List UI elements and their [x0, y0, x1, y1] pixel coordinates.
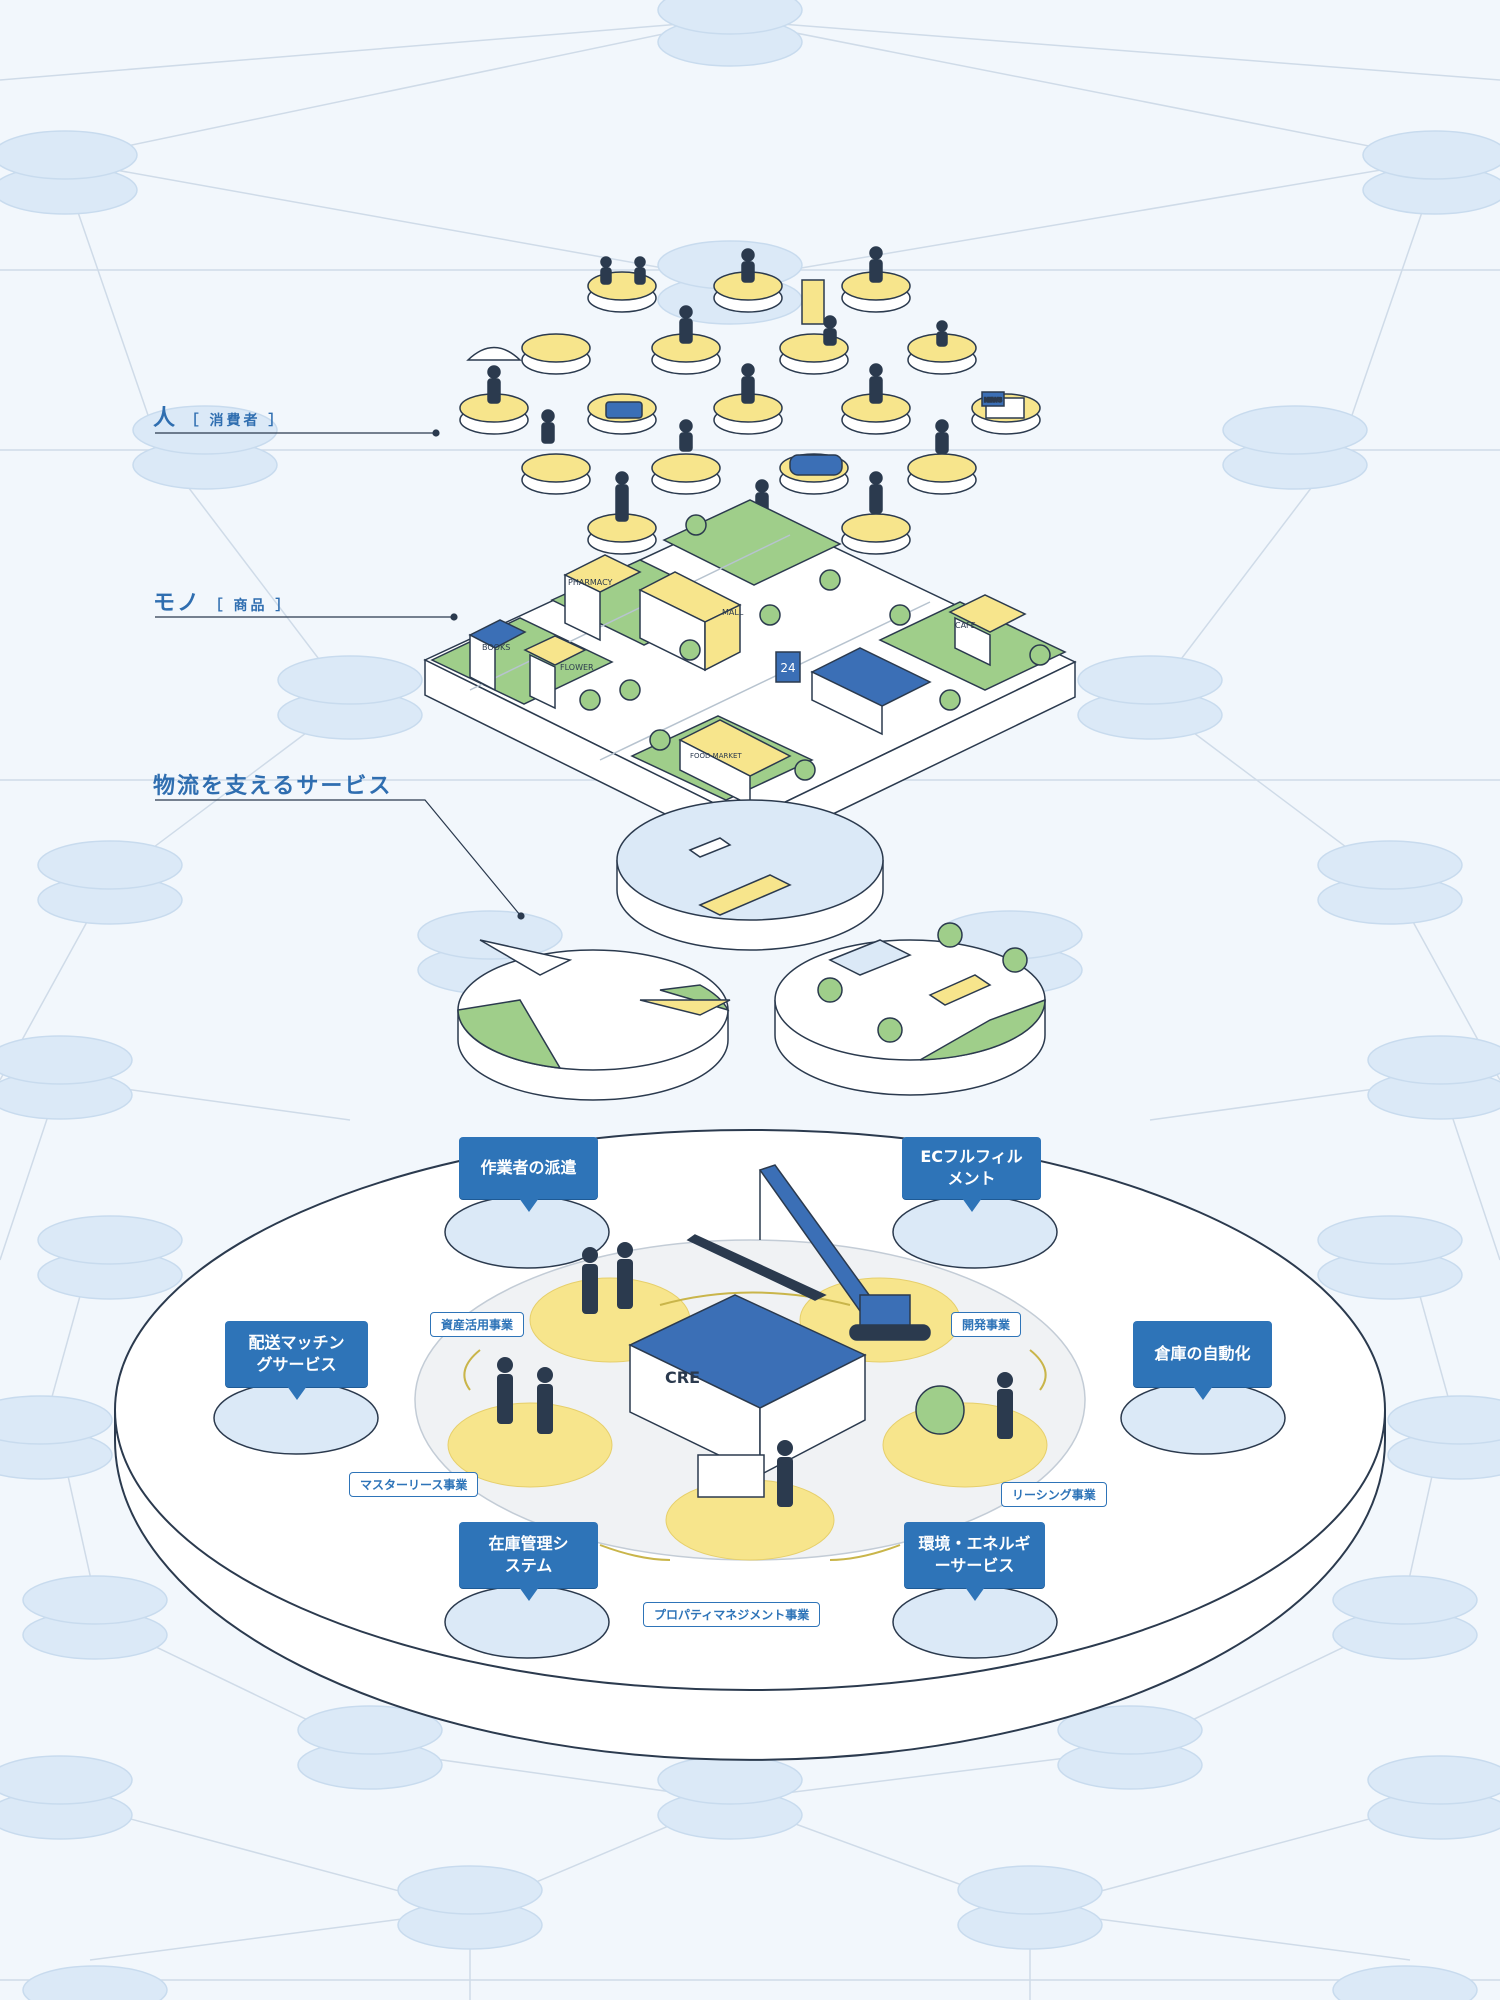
node: [0, 1395, 113, 1480]
node: [297, 1705, 443, 1790]
airport-disc: [457, 939, 731, 1101]
food-market-sign: FOOD MARKET: [690, 752, 742, 760]
callout-people-sub: 消費者: [209, 413, 261, 429]
building-books: BOOKS: [468, 619, 527, 692]
business-asset-utilization: 資産活用事業: [430, 1312, 525, 1337]
node: [957, 1865, 1103, 1950]
node: [132, 405, 278, 490]
business-leasing: リーシング事業: [1001, 1482, 1107, 1507]
trucking-disc: [774, 922, 1046, 1096]
node: [1332, 1575, 1478, 1660]
node: [22, 1575, 168, 1660]
service-environment-energy: 環境・エネルギーサービス: [904, 1522, 1045, 1601]
main-platform: CRE: [114, 1129, 1386, 1761]
node: [37, 840, 183, 925]
callout-goods-sub-wrap: ［ 商品 ］: [208, 598, 293, 614]
building-food-market: FOOD MARKET: [678, 719, 792, 807]
node: [1317, 1215, 1463, 1300]
callout-leaders: [155, 429, 525, 920]
node: [277, 655, 423, 740]
node: [1317, 840, 1463, 925]
service-warehouse-automation: 倉庫の自動化: [1133, 1321, 1272, 1400]
node: [1332, 1965, 1478, 2000]
node: [657, 0, 803, 67]
node: [1367, 1035, 1500, 1120]
node: [1077, 655, 1223, 740]
node: [657, 1755, 803, 1840]
node: [22, 1965, 168, 2000]
node: [0, 1755, 133, 1840]
cre-logo-text: CRE: [665, 1368, 700, 1387]
service-worker-dispatch: 作業者の派遣: [459, 1137, 598, 1212]
node: [1222, 405, 1368, 490]
service-delivery-matching: 配送マッチングサービス: [225, 1321, 368, 1400]
node: [0, 130, 138, 215]
news-sign: NEWS: [984, 397, 1002, 404]
business-master-lease: マスターリース事業: [349, 1472, 479, 1497]
node: [1387, 1395, 1500, 1480]
service-inventory-system: 在庫管理システム: [459, 1522, 598, 1601]
building-pharmacy: PHARMACY: [563, 554, 642, 642]
callout-people: 人 ［ 消費者 ］: [153, 400, 285, 432]
node: [1362, 130, 1500, 215]
sea-disc: [616, 799, 884, 951]
crane: [686, 1164, 931, 1341]
building-flower: FLOWER: [523, 635, 594, 710]
callout-goods: モノ ［ 商品 ］: [153, 585, 292, 617]
business-people: [497, 1242, 1013, 1507]
tree: [915, 1385, 965, 1435]
node: [1367, 1755, 1500, 1840]
building-store-24: 24: [775, 647, 932, 736]
callout-goods-sub: 商品: [233, 598, 268, 614]
cafe-sign: CAFE: [955, 621, 976, 630]
building-cafe: CAFE: [948, 594, 1027, 667]
node: [37, 1215, 183, 1300]
service-ec-fulfillment: ECフルフィルメント: [902, 1137, 1041, 1212]
store-24-sign: 24: [780, 661, 795, 675]
callout-logistics: 物流を支えるサービス: [153, 774, 393, 799]
node: [397, 1865, 543, 1950]
callout-people-sub-wrap: ［ 消費者 ］: [184, 413, 286, 429]
business-development: 開発事業: [951, 1312, 1022, 1337]
pharmacy-sign: PHARMACY: [568, 578, 613, 587]
flower-sign: FLOWER: [560, 663, 594, 672]
logistics-layer: [457, 799, 1046, 1101]
callout-goods-main: モノ: [153, 591, 202, 616]
mall-sign: MALL: [722, 608, 744, 617]
business-property-management: プロパティマネジメント事業: [643, 1602, 821, 1627]
books-sign: BOOKS: [482, 643, 510, 652]
node: [1057, 1705, 1203, 1790]
callout-people-main: 人: [153, 406, 178, 431]
people-figures: NEWS: [466, 246, 1025, 522]
goods-layer: BOOKS FLOWER PHARMACY MALL CAFE 24: [423, 499, 1077, 857]
node: [0, 1035, 133, 1120]
